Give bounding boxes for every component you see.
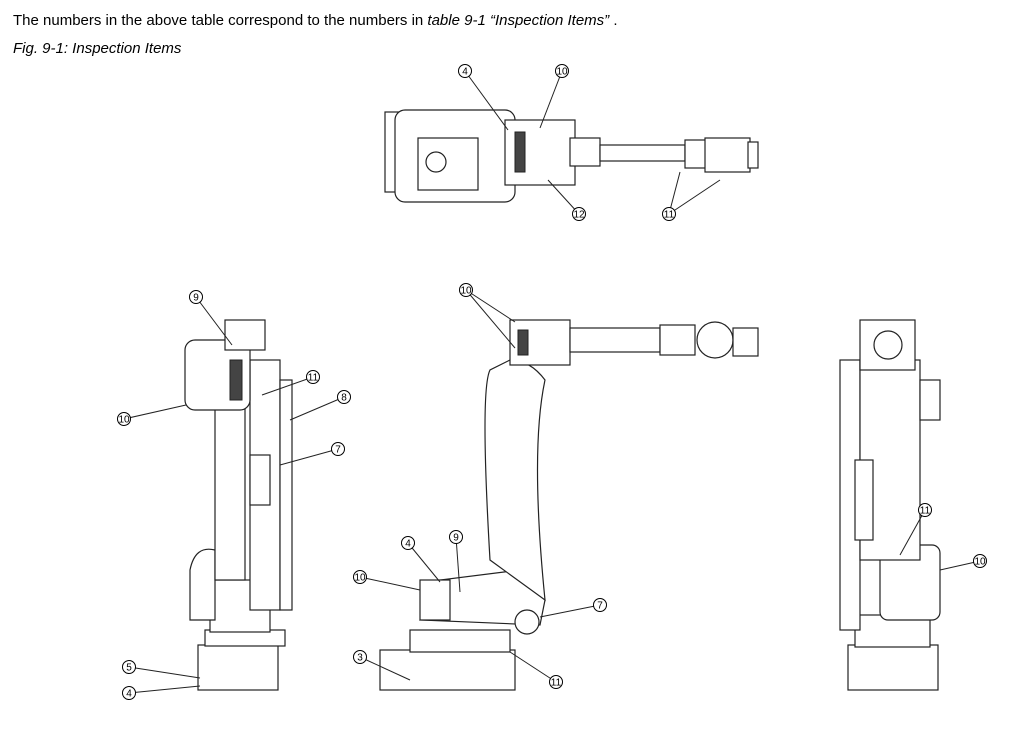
callout-number: 10 <box>118 415 130 426</box>
callout-left-view-9: 9 <box>189 290 233 346</box>
callout-top-view-4: 4 <box>458 64 509 131</box>
leader-line <box>547 179 580 215</box>
callout-front-view-10: 10 <box>459 283 516 349</box>
leader-line <box>359 656 411 681</box>
figure-caption: Fig. 9-1: Inspection Items <box>13 40 182 57</box>
callout-circle <box>458 64 472 78</box>
callout-number: 7 <box>335 445 341 456</box>
callout-number: 7 <box>597 601 603 612</box>
callout-number: 9 <box>453 533 459 544</box>
callout-number: 8 <box>341 393 347 404</box>
callout-number: 5 <box>126 663 132 674</box>
callout-number: 4 <box>126 689 132 700</box>
intro-paragraph: The numbers in the above table correspon… <box>13 12 618 29</box>
callout-top-view-10: 10 <box>539 64 569 129</box>
callout-circle <box>122 660 136 674</box>
callout-circle <box>459 283 473 297</box>
callout-left-view-8: 8 <box>289 390 351 421</box>
leader-line <box>539 70 563 129</box>
callout-circle <box>117 412 131 426</box>
callout-circle <box>337 390 351 404</box>
robot-left-view <box>184 319 293 691</box>
callout-left-view-4: 4 <box>122 685 201 700</box>
callout-number: 12 <box>573 210 585 221</box>
callout-number: 9 <box>193 293 199 304</box>
callout-number: 11 <box>308 373 319 384</box>
callout-right-view-10: 10 <box>939 554 987 571</box>
robot-top-view <box>384 109 759 203</box>
leader-line <box>123 404 187 420</box>
callout-circle <box>549 675 563 689</box>
callout-circle <box>353 570 367 584</box>
callout-top-view-12: 12 <box>547 179 586 221</box>
leader-line <box>464 70 509 131</box>
callout-number: 3 <box>357 653 363 664</box>
intro-end: . <box>609 12 618 29</box>
callout-number: 11 <box>664 210 675 221</box>
callout-circle <box>973 554 987 568</box>
callout-front-view-3: 3 <box>353 650 411 681</box>
leader-line <box>509 651 557 683</box>
callout-front-view-7: 7 <box>539 598 607 618</box>
callout-front-view-9: 9 <box>449 530 463 593</box>
robot-front-view <box>379 319 759 691</box>
callout-circle <box>555 64 569 78</box>
leader-line <box>407 542 441 583</box>
robot-right-view <box>839 319 941 691</box>
leader-line <box>359 576 421 591</box>
callout-circle <box>918 503 932 517</box>
callout-front-view-4: 4 <box>401 536 441 583</box>
leader-line <box>668 179 721 215</box>
callout-number: 4 <box>462 67 468 78</box>
callout-number: 11 <box>551 678 562 689</box>
callout-circle <box>662 207 676 221</box>
callout-front-view-11: 11 <box>509 651 563 689</box>
callout-number: 10 <box>460 286 472 297</box>
callout-circle <box>572 207 586 221</box>
leader-line <box>128 666 201 679</box>
callout-circle <box>449 530 463 544</box>
callout-circle <box>306 370 320 384</box>
callout-circle <box>331 442 345 456</box>
leader-line <box>261 376 314 396</box>
leader-line <box>899 509 926 556</box>
leader-line <box>195 296 233 346</box>
callout-circle <box>401 536 415 550</box>
callout-number: 10 <box>974 557 986 568</box>
leader-line <box>289 396 345 421</box>
callout-number: 11 <box>920 506 931 517</box>
callout-circle <box>189 290 203 304</box>
callout-circle <box>593 598 607 612</box>
leader-line <box>668 171 681 215</box>
callout-circle <box>122 686 136 700</box>
leader-line <box>279 448 339 466</box>
callout-number: 10 <box>354 573 366 584</box>
callout-left-view-11: 11 <box>261 370 320 396</box>
leader-line <box>455 536 461 593</box>
callout-right-view-11: 11 <box>899 503 932 556</box>
callout-number: 10 <box>556 67 568 78</box>
callout-circle <box>353 650 367 664</box>
leader-line <box>539 604 601 618</box>
callout-front-view-10: 10 <box>353 570 421 591</box>
leader-line <box>465 289 516 323</box>
callout-left-view-10: 10 <box>117 404 187 426</box>
callout-left-view-7: 7 <box>279 442 345 466</box>
callout-number: 4 <box>405 539 411 550</box>
callout-top-view-11: 11 <box>662 171 721 221</box>
intro-text: The numbers in the above table correspon… <box>13 12 428 29</box>
table-reference: table 9-1 “Inspection Items” <box>427 12 610 29</box>
leader-line <box>465 289 516 349</box>
leader-line <box>128 685 201 694</box>
callout-left-view-5: 5 <box>122 660 201 679</box>
